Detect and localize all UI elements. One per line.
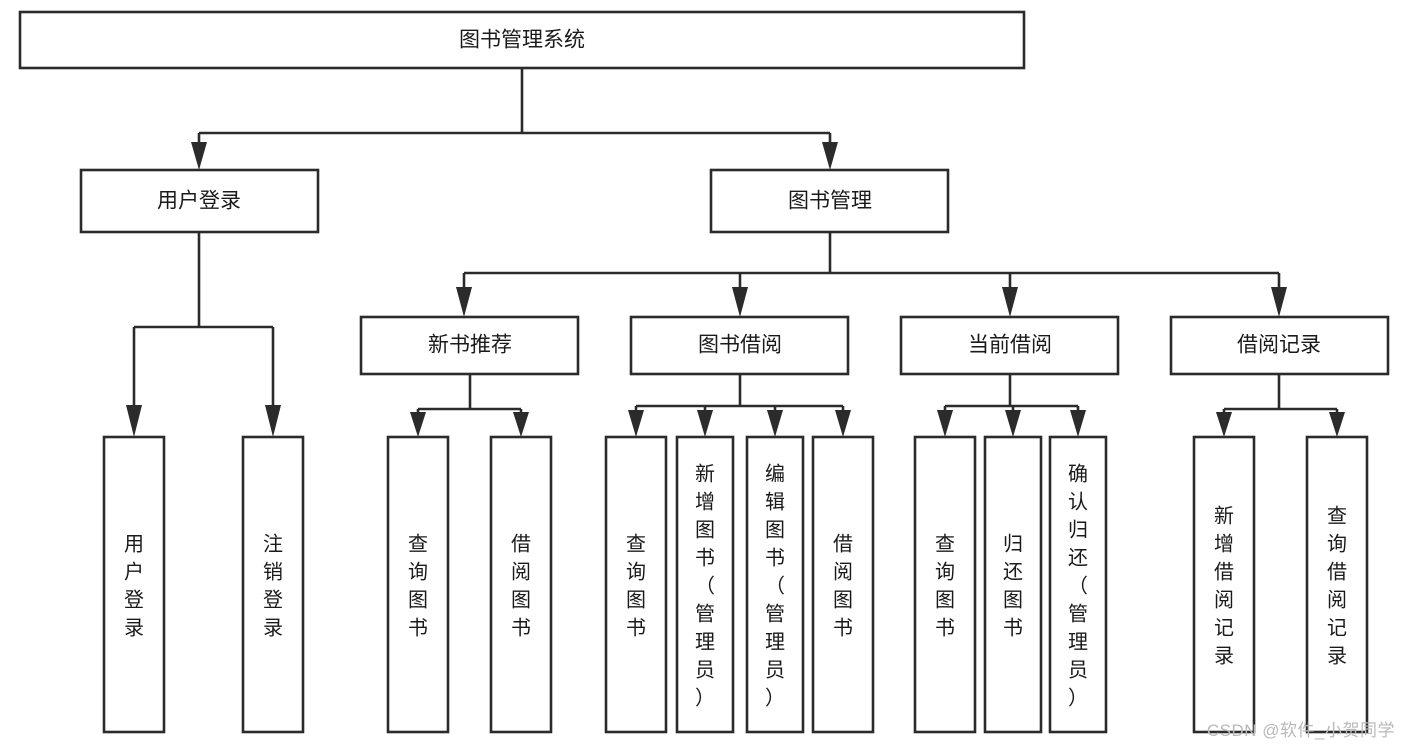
node-leaf-logout-login-box[interactable]: [241, 435, 305, 734]
arrowhead-book-manage: [822, 142, 838, 170]
node-leaf-return-book[interactable]: 归还图书: [983, 435, 1043, 734]
connectors-root-to-level2: [191, 68, 838, 170]
arrowhead-leaf-edit-book: [767, 410, 783, 437]
arrowhead-leaf-user-login: [126, 405, 142, 437]
node-book-manage[interactable]: 图书管理: [709, 168, 950, 234]
arrowhead-leaf-borrow-book-1: [513, 412, 529, 437]
node-leaf-add-book[interactable]: 新增图书（管理员）: [675, 435, 735, 734]
arrowhead-leaf-add-book: [697, 410, 713, 437]
node-leaf-add-borrow-record-box[interactable]: [1192, 435, 1256, 734]
arrowhead-new-book-recommend: [456, 287, 472, 317]
node-new-book-recommend[interactable]: 新书推荐: [359, 315, 580, 376]
node-leaf-confirm-return-box[interactable]: [1048, 435, 1108, 734]
node-leaf-edit-book-label: 编辑图书（管理员）: [765, 462, 785, 709]
csdn-watermark: CSDN @软件_小贺同学: [1206, 721, 1395, 740]
connectors-book-borrow-to-leaves: [628, 374, 851, 437]
node-leaf-query-book-1[interactable]: 查询图书: [386, 435, 450, 734]
arrowhead-borrow-record: [1271, 287, 1287, 317]
node-new-book-recommend-box[interactable]: [359, 315, 580, 376]
node-leaf-borrow-book-2[interactable]: 借阅图书: [811, 435, 875, 734]
node-leaf-query-book-2[interactable]: 查询图书: [604, 435, 668, 734]
node-current-borrow-label: 当前借阅: [968, 334, 1052, 357]
arrowhead-leaf-query-book-1: [410, 412, 426, 437]
node-leaf-borrow-book-1[interactable]: 借阅图书: [489, 435, 553, 734]
node-user-login-label: 用户登录: [157, 190, 241, 213]
connectors-user-login-to-leaves: [126, 232, 281, 437]
arrowhead-leaf-add-borrow-record: [1216, 412, 1232, 437]
arrowhead-book-borrow: [732, 287, 748, 317]
node-leaf-add-book-box[interactable]: [675, 435, 735, 734]
node-leaf-user-login-box[interactable]: [102, 435, 166, 734]
node-leaf-query-book-2-box[interactable]: [604, 435, 668, 734]
node-leaf-query-borrow-record[interactable]: 查询借阅记录: [1305, 435, 1369, 734]
node-leaf-query-borrow-record-box[interactable]: [1305, 435, 1369, 734]
node-leaf-query-book-3-box[interactable]: [913, 435, 977, 734]
node-book-borrow-label: 图书借阅: [698, 334, 782, 357]
node-leaf-user-login[interactable]: 用户登录: [102, 435, 166, 734]
arrowhead-leaf-confirm-return: [1070, 410, 1086, 437]
node-leaf-return-book-label: 归还图书: [1003, 532, 1023, 639]
node-leaf-query-borrow-record-label: 查询借阅记录: [1327, 504, 1347, 667]
node-leaf-add-borrow-record[interactable]: 新增借阅记录: [1192, 435, 1256, 734]
arrowhead-leaf-query-borrow-record: [1329, 412, 1345, 437]
node-current-borrow-box[interactable]: [899, 315, 1120, 376]
node-leaf-confirm-return-label: 确认归还（管理员）: [1068, 462, 1088, 709]
arrowhead-leaf-query-book-3: [937, 410, 953, 437]
node-book-manage-label: 图书管理: [788, 190, 872, 213]
node-leaf-borrow-book-1-box[interactable]: [489, 435, 553, 734]
node-leaf-logout-login-label: 注销登录: [263, 532, 283, 639]
node-borrow-record-box[interactable]: [1169, 315, 1390, 376]
node-root-label: 图书管理系统: [459, 29, 585, 52]
node-root-box[interactable]: [18, 10, 1026, 70]
node-leaf-confirm-return[interactable]: 确认归还（管理员）: [1048, 435, 1108, 734]
arrowhead-leaf-query-book-2: [628, 410, 644, 437]
node-leaf-edit-book[interactable]: 编辑图书（管理员）: [745, 435, 805, 734]
node-leaf-logout-login[interactable]: 注销登录: [241, 435, 305, 734]
arrowhead-leaf-borrow-book-2: [835, 410, 851, 437]
node-book-manage-box[interactable]: [709, 168, 950, 234]
node-leaf-borrow-book-2-label: 借阅图书: [833, 532, 853, 639]
node-leaf-add-book-label: 新增图书（管理员）: [695, 462, 715, 709]
node-leaf-return-book-box[interactable]: [983, 435, 1043, 734]
node-leaf-query-book-1-box[interactable]: [386, 435, 450, 734]
node-leaf-query-book-3[interactable]: 查询图书: [913, 435, 977, 734]
node-leaf-query-book-3-label: 查询图书: [935, 532, 955, 639]
node-borrow-record[interactable]: 借阅记录: [1169, 315, 1390, 376]
connectors-borrow-record-to-leaves: [1216, 374, 1345, 437]
node-user-login-box[interactable]: [79, 168, 320, 234]
node-user-login[interactable]: 用户登录: [79, 168, 320, 234]
node-root[interactable]: 图书管理系统: [18, 10, 1026, 70]
connectors-current-borrow-to-leaves: [937, 374, 1086, 437]
node-leaf-borrow-book-1-label: 借阅图书: [511, 532, 531, 639]
arrowhead-user-login: [191, 142, 207, 170]
node-leaf-edit-book-box[interactable]: [745, 435, 805, 734]
arrowhead-leaf-return-book: [1005, 410, 1021, 437]
node-leaf-borrow-book-2-box[interactable]: [811, 435, 875, 734]
node-leaf-query-book-1-label: 查询图书: [408, 532, 428, 639]
arrowhead-leaf-logout-login: [265, 405, 281, 437]
connectors-book-manage-to-level3: [456, 232, 1287, 317]
node-book-borrow-box[interactable]: [629, 315, 850, 376]
node-borrow-record-label: 借阅记录: [1237, 334, 1321, 357]
node-new-book-recommend-label: 新书推荐: [428, 334, 512, 357]
connectors-new-book-recommend-to-leaves: [410, 374, 529, 437]
arrowhead-current-borrow: [1002, 287, 1018, 317]
node-current-borrow[interactable]: 当前借阅: [899, 315, 1120, 376]
node-leaf-add-borrow-record-label: 新增借阅记录: [1214, 504, 1234, 667]
node-leaf-user-login-label: 用户登录: [124, 533, 144, 639]
node-book-borrow[interactable]: 图书借阅: [629, 315, 850, 376]
node-leaf-query-book-2-label: 查询图书: [626, 532, 646, 639]
